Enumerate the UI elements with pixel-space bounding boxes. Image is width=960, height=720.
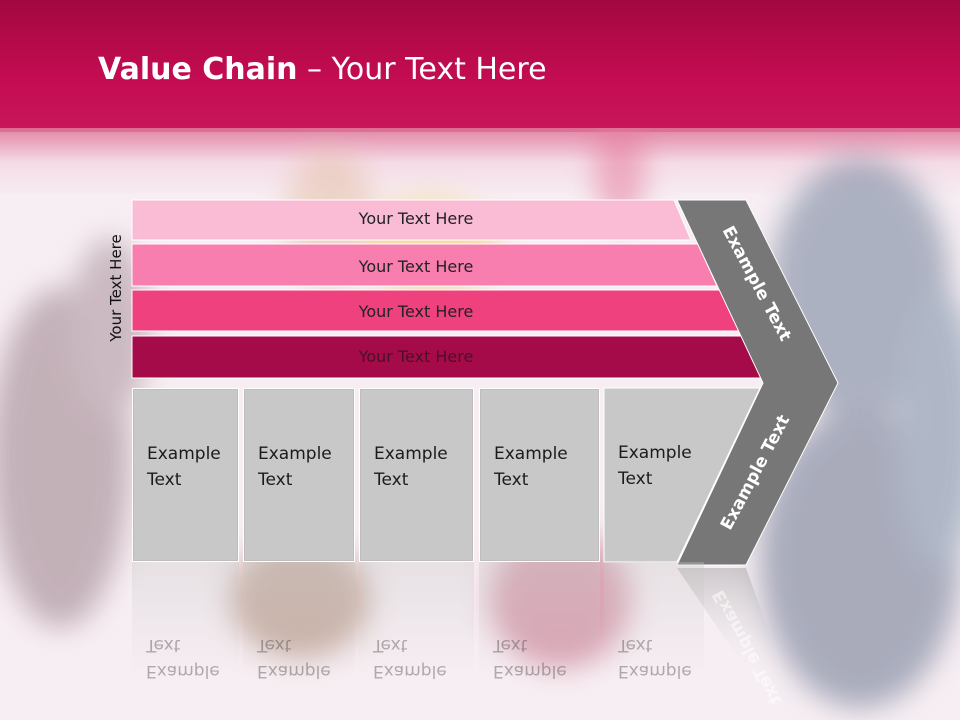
support-bar-1 [131,199,692,241]
bar-label-3: Your Text Here [358,302,474,321]
last-box-notch [603,387,761,563]
header-fade [0,128,960,198]
margin-chevron-reflection [677,568,790,690]
title-rest: – Your Text Here [297,52,547,87]
page-title: Value Chain – Your Text Here [98,52,547,87]
header-bar [0,0,960,132]
title-bold: Value Chain [98,52,298,87]
bar-label-1: Your Text Here [358,209,474,228]
bar-label-2: Your Text Here [358,257,474,276]
margin-chevron [676,199,839,566]
bar-label-4: Your Text Here [358,347,474,366]
